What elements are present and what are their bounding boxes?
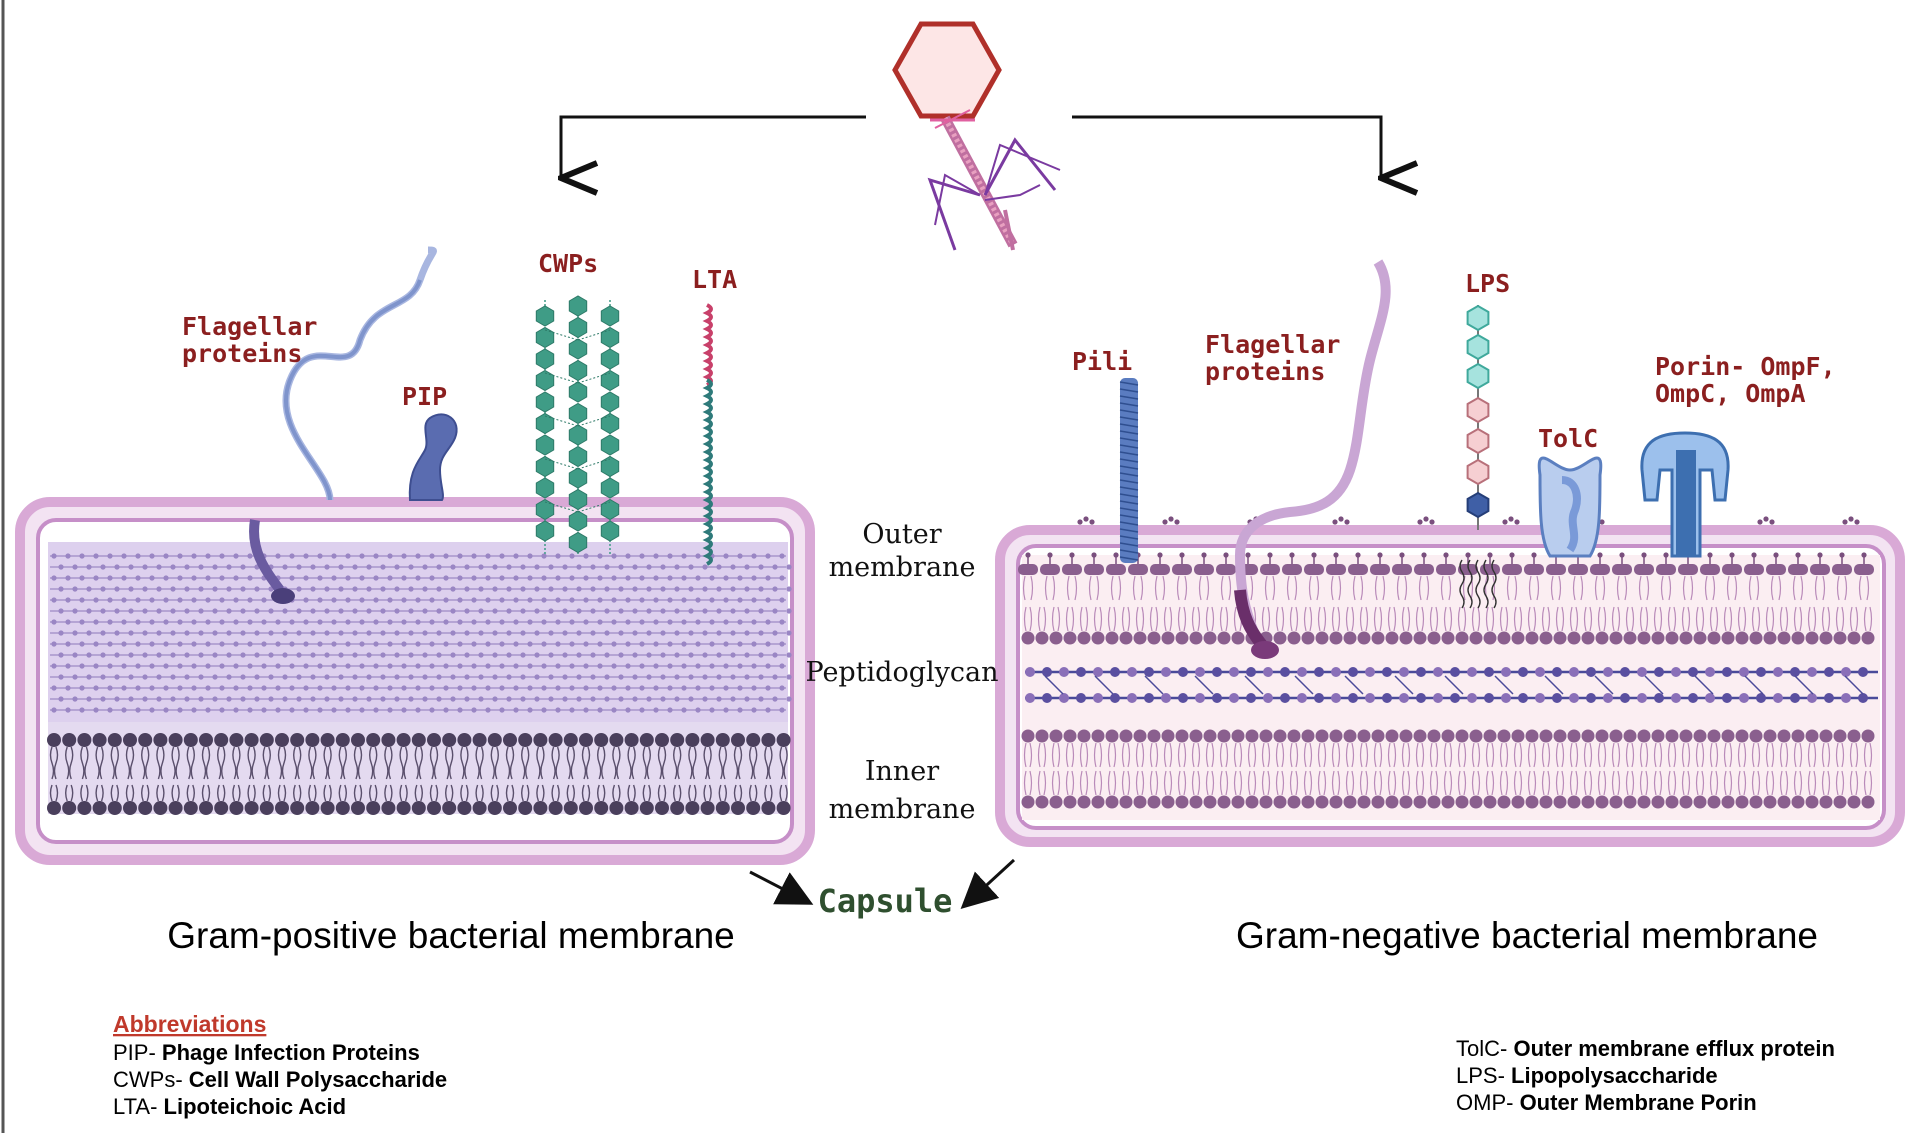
abbr-item: PIP- Phage Infection Proteins <box>113 1040 420 1065</box>
label-outer-1: Outer <box>862 519 941 550</box>
abbr-item: TolC- Outer membrane efflux protein <box>1456 1036 1835 1061</box>
abbreviations-right: TolC- Outer membrane efflux protein LPS-… <box>1456 1036 1835 1115</box>
label-pili: Pili <box>1072 347 1132 376</box>
lps-surface-dots <box>1077 516 1860 525</box>
label-lta: LTA <box>692 265 737 294</box>
flagellum-pos <box>249 246 437 604</box>
pili-structure <box>1119 378 1139 563</box>
gram-positive-membrane <box>15 497 815 865</box>
inner-membrane-neg <box>1021 729 1875 809</box>
label-flagellar-neg-2: proteins <box>1205 357 1325 386</box>
phage-connector-arrows <box>561 115 1381 178</box>
label-inner-1: Inner <box>865 756 939 787</box>
pip-protein <box>408 413 458 501</box>
capsule-arrows <box>749 858 1016 910</box>
cwps-polysaccharide <box>535 295 620 555</box>
label-porin-1: Porin- OmpF, <box>1655 352 1836 381</box>
label-cwps: CWPs <box>538 249 598 278</box>
gram-negative-title: Gram-negative bacterial membrane <box>1236 915 1818 956</box>
abbr-item: LTA- Lipoteichoic Acid <box>113 1094 346 1119</box>
label-flagellar-pos-2: proteins <box>182 339 302 368</box>
lta-lipoteichoic-acid <box>702 303 713 566</box>
peptidoglycan-layer-neg <box>1025 667 1878 703</box>
bacteriophage-icon <box>892 21 1061 251</box>
label-tolc: TolC <box>1538 424 1598 453</box>
lps-chain <box>1459 304 1497 609</box>
label-flagellar-neg-1: Flagellar <box>1205 330 1340 359</box>
abbr-item: CWPs- Cell Wall Polysaccharide <box>113 1067 447 1092</box>
abbreviations-heading: Abbreviations <box>113 1011 266 1037</box>
flagellum-neg <box>1234 259 1391 659</box>
peptidoglycan-mesh-pos <box>50 553 792 713</box>
label-lps: LPS <box>1465 269 1510 298</box>
label-pip: PIP <box>402 382 447 411</box>
porin-protein <box>1640 431 1730 558</box>
gram-negative-membrane <box>995 516 1905 847</box>
gram-positive-title: Gram-positive bacterial membrane <box>167 915 735 956</box>
label-capsule: Capsule <box>818 882 953 920</box>
label-peptidoglycan: Peptidoglycan <box>805 657 998 688</box>
label-outer-2: membrane <box>829 552 976 583</box>
tolc-protein <box>1537 456 1603 558</box>
lipid-bilayer-pos <box>47 733 791 815</box>
structure-labels: Flagellar proteins PIP CWPs LTA Pili Fla… <box>167 249 1835 956</box>
abbr-item: LPS- Lipopolysaccharide <box>1456 1063 1718 1088</box>
abbr-item: OMP- Outer Membrane Porin <box>1456 1090 1757 1115</box>
outer-membrane-neg <box>1018 552 1875 645</box>
label-porin-2: OmpC, OmpA <box>1655 379 1806 408</box>
abbreviations-left: Abbreviations PIP- Phage Infection Prote… <box>113 1011 447 1119</box>
label-inner-2: membrane <box>829 794 976 825</box>
label-flagellar-pos-1: Flagellar <box>182 312 317 341</box>
